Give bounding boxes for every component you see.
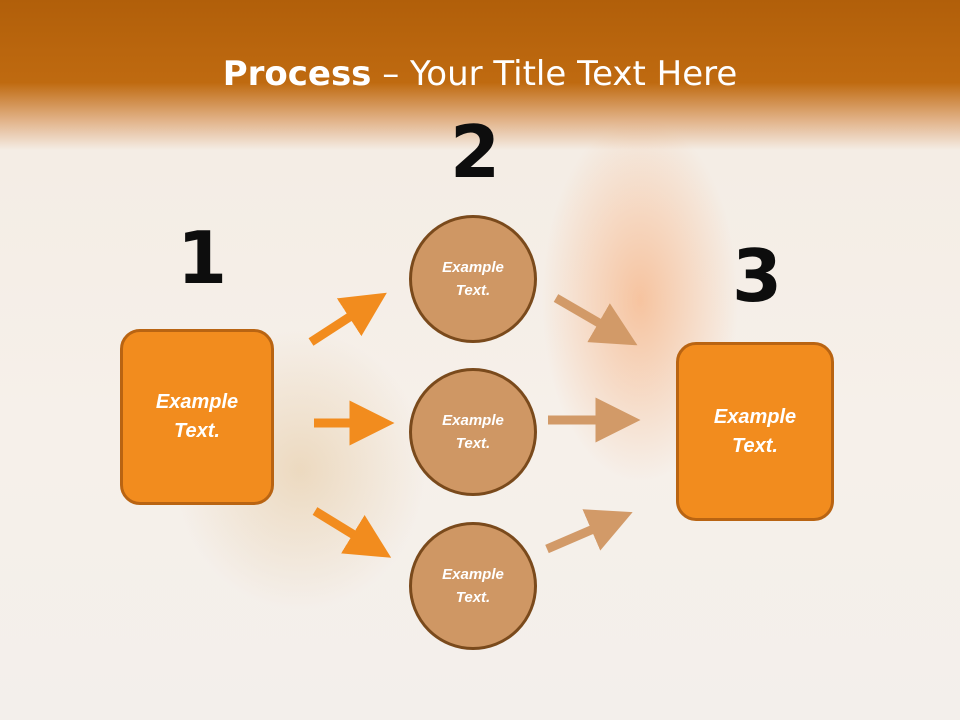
arrow-1-to-2-bottom — [312, 507, 392, 558]
step-2-circle-top[interactable]: Example Text. — [409, 215, 537, 343]
step-2-circle-bottom[interactable]: Example Text. — [409, 522, 537, 650]
step-1-line2: Text. — [174, 420, 220, 442]
step-1-line1: Example — [155, 391, 239, 413]
arrow-2-to-3-bottom — [545, 509, 633, 554]
circle-top-line1: Example — [442, 259, 504, 276]
circle-top-line2: Text. — [455, 282, 491, 299]
step-2-circle-middle[interactable]: Example Text. — [409, 368, 537, 496]
title-rest-part: – Your Title Text Here — [371, 54, 738, 94]
circle-bottom-line1: Example — [442, 566, 504, 583]
step-2-circle-bottom-text: Example Text. — [442, 563, 504, 609]
arrow-1-to-2-top — [308, 292, 387, 346]
circle-middle-line1: Example — [442, 412, 504, 429]
step-number-3: 3 — [732, 234, 783, 318]
arrow-2-to-3-top — [553, 294, 638, 346]
title-banner — [0, 0, 960, 150]
circle-middle-line2: Text. — [455, 435, 491, 452]
step-3-line1: Example — [713, 405, 797, 428]
step-1-text: Example Text. — [156, 388, 238, 446]
step-3-line2: Text. — [732, 434, 778, 457]
circle-bottom-line2: Text. — [455, 589, 491, 606]
step-number-2: 2 — [450, 110, 501, 194]
slide-title: Process – Your Title Text Here — [0, 52, 960, 96]
step-3-text: Example Text. — [714, 403, 796, 461]
title-bold-part: Process — [222, 54, 372, 94]
step-2-circle-top-text: Example Text. — [442, 256, 504, 302]
step-3-box[interactable]: Example Text. — [676, 342, 834, 521]
step-1-box[interactable]: Example Text. — [120, 329, 274, 505]
step-2-circle-middle-text: Example Text. — [442, 409, 504, 455]
step-number-1: 1 — [177, 216, 228, 300]
